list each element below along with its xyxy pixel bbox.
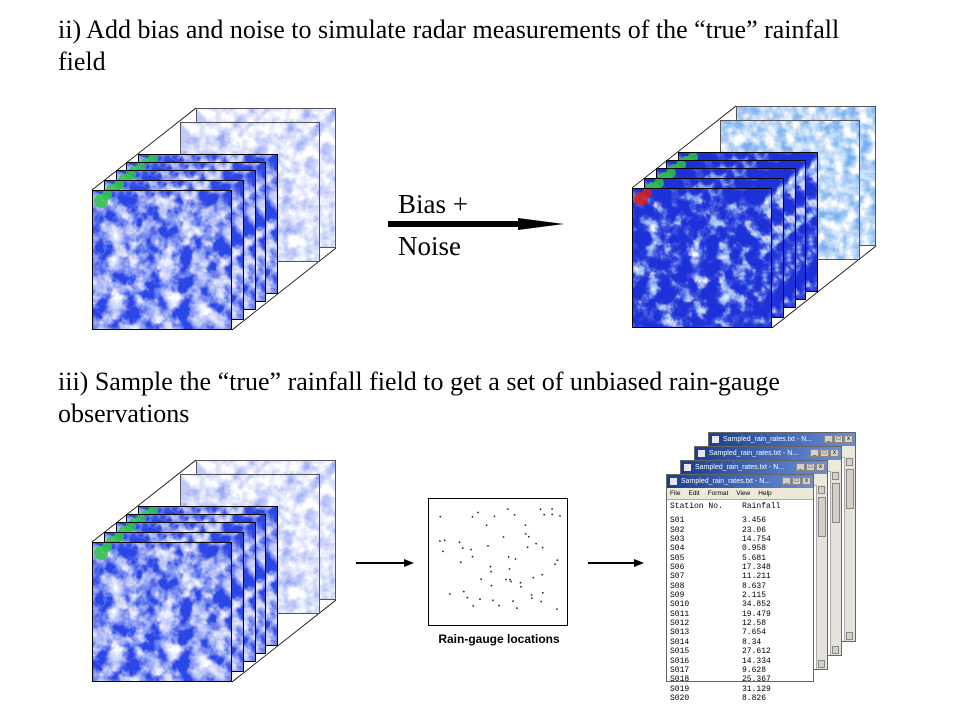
scroll-thumb[interactable] <box>832 483 840 523</box>
maximize-button[interactable]: □ <box>792 477 801 485</box>
scroll-down-arrow[interactable] <box>832 646 839 654</box>
scroll-thumb[interactable] <box>818 497 826 537</box>
arrow-label-bias: Bias + <box>398 189 468 219</box>
maximize-button[interactable]: □ <box>834 435 843 443</box>
window-title: Sampled_rain_rates.txt - N... <box>695 464 785 471</box>
rainfall-frame <box>92 190 232 330</box>
minimize-button[interactable]: _ <box>810 449 819 457</box>
window-title: Sampled_rain_rates.txt - N... <box>681 478 771 485</box>
close-button[interactable]: x <box>844 435 853 443</box>
rainfall-frame <box>632 188 772 328</box>
scroll-down-arrow[interactable] <box>846 632 853 640</box>
minimize-button[interactable]: _ <box>824 435 833 443</box>
menu-bar: File Edit Format View Help <box>667 488 813 500</box>
close-button[interactable]: x <box>816 463 825 471</box>
notepad-icon <box>712 436 719 443</box>
heading-step-3: iii) Sample the “true” rainfall field to… <box>58 367 780 428</box>
window-title: Sampled_rain_rates.txt - N... <box>709 450 799 457</box>
heading-step-2: ii) Add bias and noise to simulate radar… <box>58 15 840 76</box>
maximize-button[interactable]: □ <box>820 449 829 457</box>
vertical-scrollbar[interactable] <box>816 485 827 669</box>
scroll-down-arrow[interactable] <box>818 660 825 668</box>
window-titlebar[interactable]: Sampled_rain_rates.txt - N... _ □ x <box>709 433 855 446</box>
menu-item-format[interactable]: Format <box>707 490 729 497</box>
notepad-icon <box>670 478 677 485</box>
notepad-icon <box>698 450 705 457</box>
menu-item-file[interactable]: File <box>670 490 681 497</box>
window-titlebar[interactable]: Sampled_rain_rates.txt - N... _ □ x <box>667 475 813 488</box>
arrow-to-gauges <box>356 559 414 567</box>
scroll-up-arrow[interactable] <box>832 472 839 480</box>
window-title: Sampled_rain_rates.txt - N... <box>723 436 813 443</box>
menu-item-help[interactable]: Help <box>758 490 772 497</box>
arrow-label-noise: Noise <box>398 231 461 261</box>
rain-gauge-caption: Rain-gauge locations <box>438 632 560 646</box>
scroll-up-arrow[interactable] <box>846 458 853 466</box>
table-header: Station No.Rainfall <box>670 502 781 511</box>
rain-gauge-map <box>428 498 568 626</box>
notepad-window[interactable]: Sampled_rain_rates.txt - N... _ □ x File… <box>666 474 814 703</box>
gauge-points <box>439 508 561 610</box>
window-titlebar[interactable]: Sampled_rain_rates.txt - N... _ □ x <box>681 461 827 474</box>
minimize-button[interactable]: _ <box>796 463 805 471</box>
arrow-to-table <box>588 559 644 567</box>
minimize-button[interactable]: _ <box>782 477 791 485</box>
window-titlebar[interactable]: Sampled_rain_rates.txt - N... _ □ x <box>695 447 841 460</box>
menu-item-view[interactable]: View <box>736 490 751 497</box>
vertical-scrollbar[interactable] <box>830 471 841 655</box>
bias-noise-arrow <box>388 218 564 230</box>
scroll-thumb[interactable] <box>846 469 854 509</box>
notepad-icon <box>684 464 691 471</box>
close-button[interactable]: x <box>802 477 811 485</box>
maximize-button[interactable]: □ <box>806 463 815 471</box>
close-button[interactable]: x <box>830 449 839 457</box>
menu-item-edit[interactable]: Edit <box>688 490 700 497</box>
vertical-scrollbar[interactable] <box>844 457 855 641</box>
rainfall-frame <box>92 542 232 682</box>
scroll-up-arrow[interactable] <box>818 486 825 494</box>
